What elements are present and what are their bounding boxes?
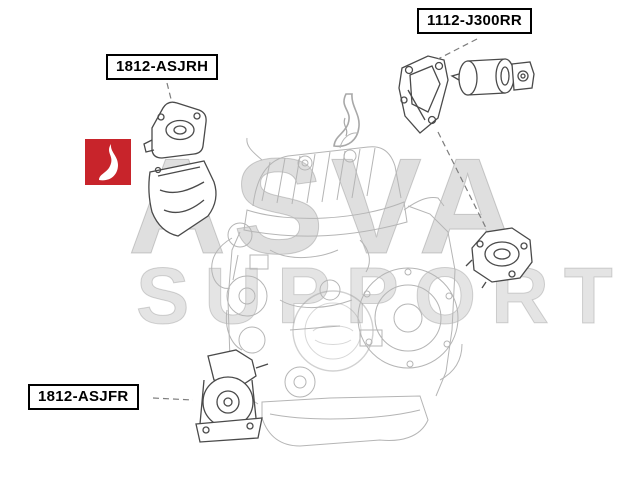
- round-stamp-watermark: [292, 290, 374, 372]
- brand-red-square: [85, 139, 131, 185]
- part-label-1812-asjfr: 1812-ASJFR: [28, 384, 139, 410]
- watermark-subtext: SUPPORT: [136, 251, 628, 340]
- part-art-right-mount: [465, 227, 533, 289]
- flame-icon: [333, 93, 360, 148]
- part-art-1112-j300rr-bracket: [398, 55, 449, 134]
- part-label-1812-asjrh: 1812-ASJRH: [106, 54, 219, 80]
- leader-lines: [152, 38, 487, 401]
- flame-icon: [99, 144, 118, 181]
- part-label-1112-j300rr: 1112-J300RR: [417, 8, 533, 34]
- part-art-1112-j300rr-bushing: [450, 58, 535, 96]
- engine-block-art: [211, 132, 463, 447]
- part-art-1812-asjrh: [143, 101, 217, 237]
- part-art-1812-asjfr: [195, 349, 269, 443]
